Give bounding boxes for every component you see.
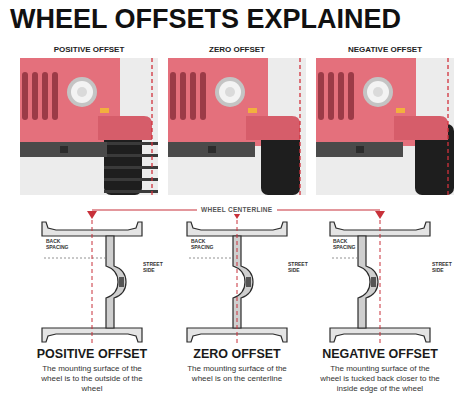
- wheel-section: [42, 220, 142, 346]
- offset-description: The mounting surface of the wheel is tuc…: [320, 364, 440, 394]
- centerline: [237, 220, 238, 346]
- back-spacing-label: BACK SPACING: [191, 239, 215, 251]
- centerline: [92, 220, 93, 346]
- offset-heading: ZERO OFFSET: [166, 347, 308, 362]
- back-spacing-line: [44, 258, 106, 259]
- back-spacing-line: [332, 258, 358, 259]
- rim-barrel: [42, 222, 142, 342]
- back-spacing-line: [189, 258, 233, 259]
- jeep-fender: [168, 58, 300, 195]
- diagram-title: WHEEL OFFSETS EXPLAINED: [10, 4, 401, 35]
- street-side-label: STREET SIDE: [432, 262, 458, 274]
- jeep-panel: [316, 58, 454, 195]
- jeep-front: [316, 58, 454, 195]
- street-side-label: STREET SIDE: [143, 262, 169, 274]
- offset-heading: NEGATIVE OFFSET: [309, 347, 451, 362]
- jeep-front: [168, 58, 306, 195]
- jeep-front: [20, 58, 158, 195]
- back-spacing-label: BACK SPACING: [46, 239, 70, 251]
- back-spacing-label: BACK SPACING: [333, 239, 357, 251]
- offset-heading: POSITIVE OFFSET: [21, 347, 163, 362]
- centerline-marker: [375, 211, 385, 219]
- centerline-label: WHEEL CENTERLINE: [197, 206, 277, 214]
- jeep-panel: [20, 58, 158, 195]
- rim-barrel: [187, 222, 287, 342]
- jeep-fender: [316, 58, 448, 195]
- mounting-disc: [358, 236, 378, 328]
- jeep-panel: [168, 58, 306, 195]
- panel-heading: ZERO OFFSET: [169, 45, 305, 55]
- offset-description: The mounting surface of the wheel is on …: [177, 364, 297, 384]
- jeep-fender: [20, 58, 152, 195]
- rim-barrel: [330, 222, 430, 342]
- panel-heading: NEGATIVE OFFSET: [317, 45, 453, 55]
- tire-tread: [104, 142, 158, 193]
- street-side-label: STREET SIDE: [288, 262, 314, 274]
- mounting-disc: [233, 236, 253, 328]
- panel-heading: POSITIVE OFFSET: [21, 45, 157, 55]
- wheel-section: [330, 220, 430, 346]
- wheel-section: [187, 220, 287, 346]
- offset-description: The mounting surface of the wheel is to …: [32, 364, 152, 394]
- centerline-marker: [87, 211, 97, 219]
- centerline: [380, 220, 381, 346]
- mounting-disc: [106, 236, 126, 328]
